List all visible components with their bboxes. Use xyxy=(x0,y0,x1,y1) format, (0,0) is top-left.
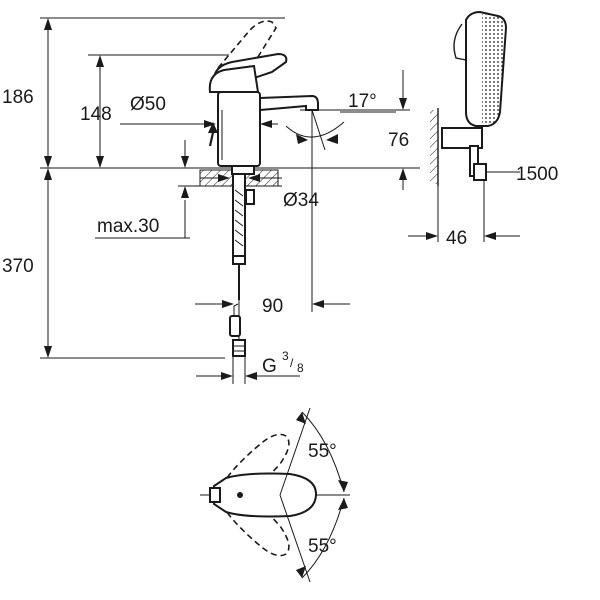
flow-limiter xyxy=(229,315,241,337)
dim-1500-label: 1500 xyxy=(516,164,558,185)
dim-g-denominator: 8 xyxy=(297,361,304,375)
faucet-top-body xyxy=(213,472,318,518)
dimension-d50: Ø50 xyxy=(120,94,278,128)
dimension-370: 370 xyxy=(2,168,52,358)
connector-nut xyxy=(232,339,246,357)
dim-d50-label: Ø50 xyxy=(130,94,166,115)
shower-trigger xyxy=(453,23,467,61)
dimension-46: 46 xyxy=(408,180,520,249)
svg-text:/: / xyxy=(290,356,294,370)
lever-cap xyxy=(208,64,260,93)
dimension-148: 148 xyxy=(80,55,112,168)
base-ring xyxy=(231,165,255,175)
dim-17deg-label: 17° xyxy=(348,91,377,112)
dim-46-label: 46 xyxy=(446,228,467,249)
faucet-body xyxy=(217,91,261,167)
drain-knob xyxy=(209,487,221,503)
faucet-side-view xyxy=(199,20,319,357)
hose-connector xyxy=(473,163,487,181)
fixing-rod xyxy=(245,189,255,205)
dim-max30-label: max.30 xyxy=(97,216,159,237)
top-view: 55° 55° xyxy=(200,407,350,583)
dim-76-label: 76 xyxy=(388,130,409,151)
spout xyxy=(259,94,319,112)
dim-g-label: G xyxy=(262,356,277,377)
dimension-max30: max.30 xyxy=(95,140,215,239)
dim-186-label: 186 xyxy=(2,87,34,108)
dimension-76: 76 xyxy=(300,70,410,190)
dimension-g38: G 3 / 8 xyxy=(196,349,304,384)
hand-shower-view: 1500 xyxy=(430,10,558,186)
dimension-186: 186 xyxy=(2,18,52,168)
tail-pipe xyxy=(232,173,246,259)
dim-370-label: 370 xyxy=(2,256,34,277)
dim-55-bottom-label: 55° xyxy=(308,536,337,557)
dim-g-numerator: 3 xyxy=(282,349,289,363)
dim-148-label: 148 xyxy=(80,104,112,125)
dimension-d34: Ø34 xyxy=(200,174,319,211)
reference-lines xyxy=(40,17,420,359)
dim-90-label: 90 xyxy=(262,296,283,317)
dim-d34-label: Ø34 xyxy=(283,190,319,211)
dim-55-top-label: 55° xyxy=(308,441,337,462)
shower-holder xyxy=(441,127,483,149)
dimension-90: 90 xyxy=(195,120,350,317)
